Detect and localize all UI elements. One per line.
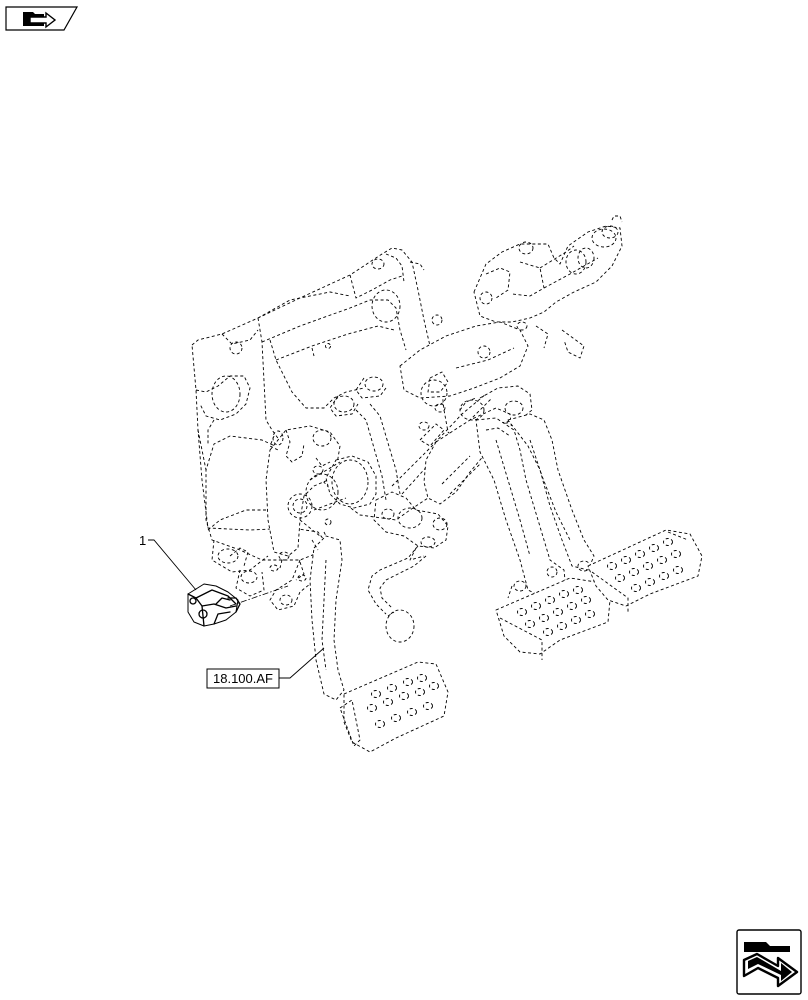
reference-box [206, 668, 280, 689]
master-cylinder-assembly [355, 215, 623, 501]
callout-1-leader [148, 539, 197, 591]
callout-1-label: 1 [139, 533, 146, 548]
alignment-line [229, 585, 289, 607]
brake-pad-2-studs [607, 538, 683, 592]
reference-label: 18.100.AF [213, 671, 273, 686]
mounting-frame [191, 247, 457, 597]
folder-arrow-icon[interactable] [5, 6, 79, 31]
brake-pad-1-studs [517, 586, 595, 636]
brake-pedals [475, 413, 703, 660]
callout-item-1[interactable]: 1 [139, 533, 197, 591]
throttle-pedal [265, 425, 449, 753]
knob-rod [367, 545, 427, 643]
throttle-pad-studs [367, 674, 439, 728]
next-page-arrow-icon[interactable] [736, 929, 802, 995]
sensor-part-1[interactable] [187, 583, 241, 627]
callout-reference[interactable]: 18.100.AF [206, 647, 325, 689]
reference-leader [279, 647, 325, 679]
